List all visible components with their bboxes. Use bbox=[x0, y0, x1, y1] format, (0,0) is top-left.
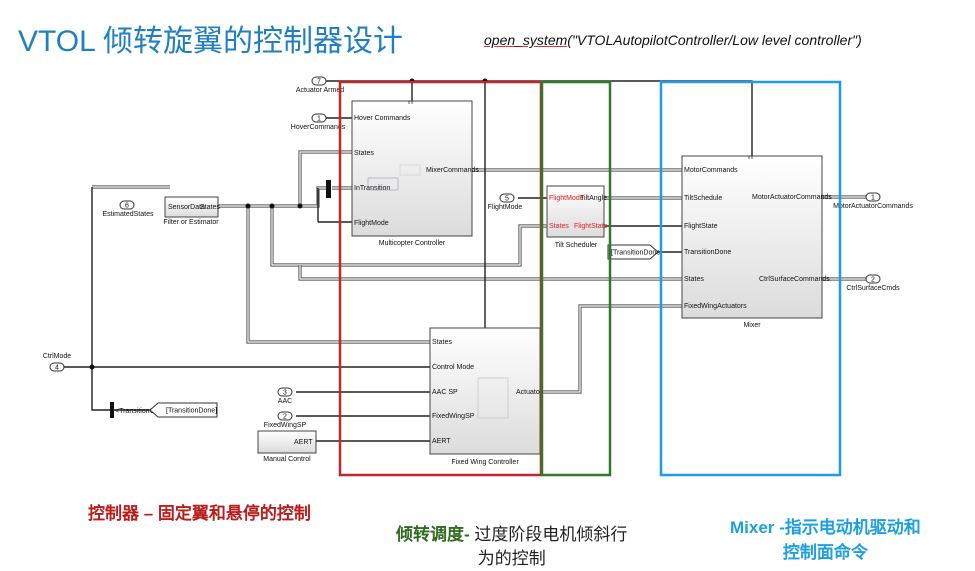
filter-estimator-block[interactable]: SensorData States Filter or Estimator bbox=[163, 196, 220, 226]
svg-text:Multicopter Controller: Multicopter Controller bbox=[379, 240, 446, 247]
tilt-region-box bbox=[540, 80, 612, 477]
inport-flight-mode: 5 FlightMode bbox=[488, 193, 523, 211]
svg-text:CtrlSurfaceCommands: CtrlSurfaceCommands bbox=[759, 276, 830, 283]
svg-text:AAC SP: AAC SP bbox=[432, 389, 458, 396]
multicopter-controller-block[interactable]: Hover Commands States InTransition Fligh… bbox=[351, 100, 479, 247]
svg-text:MixerCommands: MixerCommands bbox=[426, 167, 479, 174]
svg-text:AERT: AERT bbox=[294, 439, 313, 446]
svg-text:1: 1 bbox=[871, 195, 875, 202]
svg-text:States: States bbox=[354, 150, 374, 157]
svg-text:TransitionDone: TransitionDone bbox=[684, 249, 731, 256]
svg-text:2: 2 bbox=[871, 277, 875, 284]
mixer-caption: Mixer -指示电动机驱动和控制面命令 bbox=[730, 518, 921, 562]
svg-text:2: 2 bbox=[283, 414, 287, 421]
manual-control-block[interactable]: AERT Manual Control bbox=[257, 430, 317, 463]
svg-text:States: States bbox=[200, 204, 220, 211]
svg-text:Hover Commands: Hover Commands bbox=[354, 115, 411, 122]
svg-text:Fixed Wing Controller: Fixed Wing Controller bbox=[451, 459, 519, 466]
bus-lines bbox=[92, 150, 866, 394]
inport-hover-commands: 1 HoverCommands bbox=[291, 113, 346, 131]
tilt-scheduler-block[interactable]: FlightMode TiltAngle States FlightState … bbox=[546, 185, 608, 249]
svg-text:6: 6 bbox=[125, 203, 129, 210]
svg-text:CtrlSurfaceCmds: CtrlSurfaceCmds bbox=[846, 285, 900, 292]
command-arguments: ("VTOLAutopilotController/Low level cont… bbox=[567, 32, 862, 48]
svg-text:FixedWingSP: FixedWingSP bbox=[432, 413, 475, 420]
svg-text:7: 7 bbox=[317, 79, 321, 86]
controller-caption: 控制器 – 固定翼和悬停的控制 bbox=[88, 504, 311, 523]
svg-text:TiltSchedule: TiltSchedule bbox=[684, 195, 722, 202]
transition-selector-bar bbox=[110, 402, 114, 418]
command-function: open_system bbox=[484, 32, 568, 48]
svg-text:Control Mode: Control Mode bbox=[432, 364, 474, 371]
inport-aac: 3 AAC bbox=[277, 387, 293, 405]
svg-text:CtrlMode: CtrlMode bbox=[43, 353, 72, 360]
svg-text:FlightState: FlightState bbox=[574, 223, 608, 230]
svg-text:[TransitionDone]: [TransitionDone] bbox=[166, 408, 217, 415]
svg-text:<TransitionCondition>: <TransitionCondition> bbox=[115, 408, 183, 415]
svg-text:FlightMode: FlightMode bbox=[354, 220, 389, 227]
svg-text:Manual Control: Manual Control bbox=[263, 456, 311, 463]
outport-motor-actuator-commands: 1 MotorActuatorCommands bbox=[833, 192, 913, 210]
svg-text:MotorActuatorCommands: MotorActuatorCommands bbox=[752, 194, 832, 201]
bus-selector-bar bbox=[326, 180, 331, 198]
svg-text:Tilt Scheduler: Tilt Scheduler bbox=[555, 242, 598, 249]
svg-text:Actuator: Actuator bbox=[516, 389, 543, 396]
svg-text:EstimatedStates: EstimatedStates bbox=[103, 211, 154, 218]
svg-text:Filter or Estimator: Filter or Estimator bbox=[163, 219, 219, 226]
inport-fixed-wing-sp: 2 FixedWingSP bbox=[264, 411, 307, 429]
svg-text:States: States bbox=[432, 339, 452, 346]
svg-text:FixedWingSP: FixedWingSP bbox=[264, 422, 307, 429]
svg-text:MotorActuatorCommands: MotorActuatorCommands bbox=[833, 203, 913, 210]
svg-text:TiltAngle: TiltAngle bbox=[580, 195, 607, 202]
tilt-caption: 倾转调度- 过度阶段电机倾斜行为的控制 bbox=[396, 525, 628, 568]
transition-done-from-tag[interactable]: [TransitionDone] bbox=[149, 402, 218, 418]
mixer-region-box bbox=[659, 80, 842, 477]
svg-text:3: 3 bbox=[283, 390, 287, 397]
svg-text:States: States bbox=[549, 223, 569, 230]
svg-text:States: States bbox=[684, 276, 704, 283]
svg-text:1: 1 bbox=[317, 116, 321, 123]
svg-text:4: 4 bbox=[55, 365, 59, 372]
svg-text:5: 5 bbox=[505, 196, 509, 203]
svg-text:Actuator Armed: Actuator Armed bbox=[296, 87, 344, 94]
fixed-wing-controller-block[interactable]: States Control Mode AAC SP FixedWingSP A… bbox=[429, 327, 543, 466]
open-system-command: open_system("VTOLAutopilotController/Low… bbox=[484, 32, 862, 48]
svg-text:InTransition: InTransition bbox=[354, 185, 390, 192]
svg-text:FlightMode: FlightMode bbox=[549, 195, 584, 202]
svg-text:HoverCommands: HoverCommands bbox=[291, 124, 346, 131]
transition-done-goto-tag[interactable]: [TransitionDone] bbox=[607, 244, 662, 260]
inport-estimated-states: 6 EstimatedStates bbox=[103, 200, 154, 218]
svg-text:SensorData: SensorData bbox=[168, 204, 205, 211]
svg-text:AAC: AAC bbox=[278, 398, 292, 405]
svg-text:FlightState: FlightState bbox=[684, 223, 718, 230]
inport-actuator-armed: 7 Actuator Armed bbox=[296, 76, 344, 94]
inport-ctrl-mode: 4 CtrlMode bbox=[43, 353, 72, 372]
outport-ctrl-surface-cmds: 2 CtrlSurfaceCmds bbox=[846, 274, 900, 292]
svg-text:FlightMode: FlightMode bbox=[488, 204, 523, 211]
svg-text:Mixer: Mixer bbox=[743, 322, 761, 329]
svg-text:[TransitionDone]: [TransitionDone] bbox=[611, 250, 662, 257]
slide-title: VTOL 倾转旋翼的控制器设计 bbox=[18, 25, 404, 58]
svg-text:AERT: AERT bbox=[432, 438, 451, 445]
mixer-block[interactable]: MotorCommands TiltSchedule FlightState T… bbox=[681, 155, 832, 329]
svg-text:MotorCommands: MotorCommands bbox=[684, 167, 738, 174]
svg-text:FixedWingActuators: FixedWingActuators bbox=[684, 303, 747, 310]
transition-condition-tag: <TransitionCondition> bbox=[115, 408, 183, 415]
